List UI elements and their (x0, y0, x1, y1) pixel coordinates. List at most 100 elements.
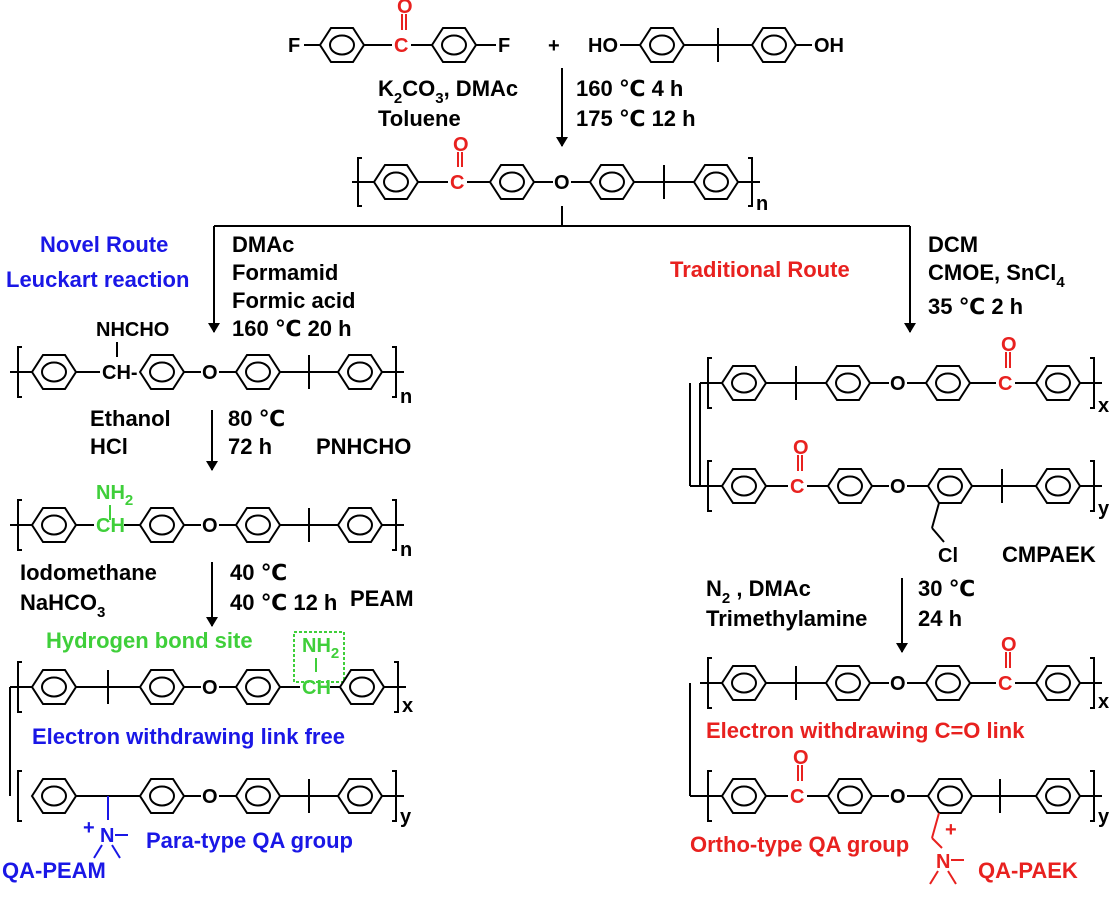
carbonyl-oxygen: O (397, 0, 413, 18)
repeat-subscript: n (400, 539, 412, 561)
benzene-ring (639, 27, 685, 63)
hydroxyl-group: OH (814, 35, 844, 57)
ortho-type-qa-label: Ortho-type QA group (690, 832, 909, 857)
ether-oxygen: O (890, 673, 906, 695)
formamide-group: NHCHO (96, 319, 169, 341)
benzene-ring (139, 669, 185, 705)
traditional-route-title: Traditional Route (670, 257, 850, 282)
quaternary-nitrogen: N (936, 851, 950, 873)
benzene-ring (721, 778, 767, 814)
benzene-ring (751, 27, 797, 63)
repeat-subscript: y (400, 806, 412, 828)
benzene-ring (825, 665, 871, 701)
condition-cmoe-sncl4: CMOE, SnCl4 (928, 260, 1065, 291)
carbonyl-carbon: C (998, 673, 1012, 695)
polymer-peam: NH2 CH O n (10, 482, 412, 561)
condition-temp: 80 ℃ (228, 406, 285, 431)
carbonyl-carbon: C (394, 35, 408, 57)
cmpaek-segment-y: C O O y Cl (690, 437, 1110, 567)
monomer-bisphenol-a: HO OH (588, 27, 844, 63)
qa-peam-segment-y: O y + N (17, 770, 412, 859)
condition-ethanol: Ethanol (90, 406, 171, 431)
benzene-ring (235, 354, 281, 390)
benzene-ring (373, 164, 419, 200)
benzene-ring (589, 164, 635, 200)
condition-time: 24 h (918, 606, 962, 631)
condition-temp-2: 40 ℃ 12 h (230, 590, 337, 615)
quaternary-nitrogen: N (100, 825, 114, 847)
benzene-ring (235, 778, 281, 814)
qa-paek-segment-x: O C O x (700, 634, 1109, 713)
benzene-ring (337, 507, 383, 543)
carbonyl-oxygen: O (1001, 634, 1017, 656)
fluorine-atom: F (288, 35, 300, 57)
benzene-ring (1035, 468, 1081, 504)
benzene-ring (1035, 778, 1081, 814)
carbonyl-carbon: C (450, 172, 464, 194)
carbonyl-carbon: C (790, 786, 804, 808)
ether-oxygen: O (890, 476, 906, 498)
ether-oxygen: O (202, 515, 218, 537)
benzene-ring (925, 665, 971, 701)
polymer-pnhcho: NHCHO CH- O n (10, 319, 412, 408)
ether-oxygen: O (202, 786, 218, 808)
qa-peam-segment-x: NH2 O CH x (10, 635, 413, 717)
hydrogen-bond-highlight-box (293, 631, 345, 683)
condition-azeotrope: Toluene (378, 106, 461, 131)
methine-carbon: CH (96, 515, 125, 537)
methine-carbon: CH (302, 677, 331, 699)
benzene-ring (431, 27, 477, 63)
benzene-ring (235, 669, 281, 705)
ether-oxygen: O (202, 362, 218, 384)
benzene-ring (31, 354, 77, 390)
monomer-difluorobenzophenone: F C O F (288, 0, 510, 63)
repeat-subscript: x (402, 695, 413, 717)
carbonyl-carbon: C (998, 373, 1012, 395)
condition-n2-dmac: N2 , DMAc (706, 576, 811, 607)
hydroxyl-group: HO (588, 35, 618, 57)
benzene-ring (337, 354, 383, 390)
repeat-subscript: n (756, 193, 768, 215)
condition-formic-acid: Formic acid (232, 288, 355, 313)
carbonyl-carbon: C (790, 476, 804, 498)
condition-temp-time: 160 ℃ 20 h (232, 316, 352, 341)
electron-withdrawing-link-label: Electron withdrawing C=O link (706, 718, 1025, 743)
carbonyl-oxygen: O (793, 437, 809, 459)
benzene-ring (489, 164, 535, 200)
ether-oxygen: O (890, 373, 906, 395)
positive-charge: + (945, 819, 957, 841)
para-type-qa-label: Para-type QA group (146, 828, 353, 853)
condition-temp-2: 175 ℃ 12 h (576, 106, 696, 131)
benzene-ring (319, 27, 365, 63)
benzene-ring (825, 365, 871, 401)
repeat-subscript: n (400, 386, 412, 408)
benzene-ring (1035, 365, 1081, 401)
repeat-subscript: y (1098, 806, 1110, 828)
benzene-ring (925, 365, 971, 401)
benzene-ring (827, 468, 873, 504)
benzene-ring (139, 507, 185, 543)
benzene-ring (31, 669, 77, 705)
repeat-subscript: x (1098, 691, 1109, 713)
condition-trimethylamine: Trimethylamine (706, 606, 867, 631)
condition-temp-time: 35 ℃ 2 h (928, 294, 1023, 319)
plus-sign: + (548, 35, 560, 57)
polymer-paek: C O O n (352, 134, 768, 215)
benzene-ring (1035, 665, 1081, 701)
compound-name-pnhcho: PNHCHO (316, 434, 411, 459)
cmpaek-segment-x: O C O x (700, 334, 1109, 417)
condition-temp: 30 ℃ (918, 576, 975, 601)
condition-base-solvent: K2CO3, DMAc (378, 76, 518, 107)
benzene-ring (927, 468, 973, 504)
benzene-ring (721, 365, 767, 401)
benzene-ring (721, 468, 767, 504)
benzene-ring (927, 778, 973, 814)
benzene-ring (139, 778, 185, 814)
amine-group: NH2 (302, 635, 339, 662)
amine-group: NH2 (96, 482, 133, 509)
condition-nahco3: NaHCO3 (20, 590, 105, 621)
ether-oxygen: O (890, 786, 906, 808)
novel-route-title: Novel Route (40, 232, 168, 257)
benzene-ring (337, 778, 383, 814)
